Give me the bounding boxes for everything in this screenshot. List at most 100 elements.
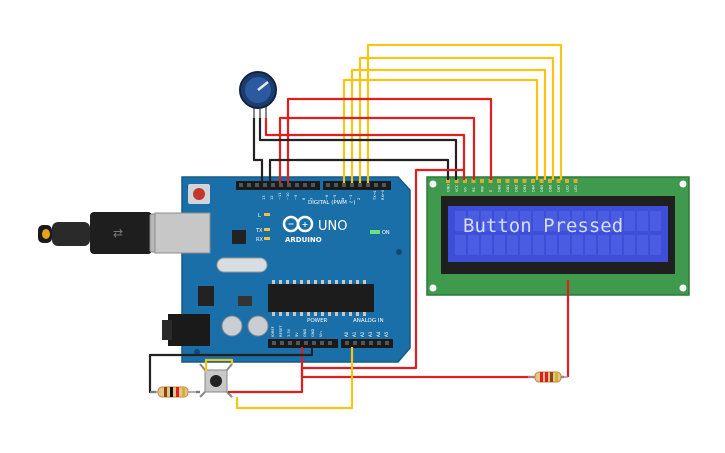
lcd-char-cell xyxy=(572,211,583,231)
lcd-pin[interactable] xyxy=(531,179,535,183)
wire-pot-wiper xyxy=(258,118,458,180)
digital-pin-label: ~5 xyxy=(333,195,337,200)
lcd-pin[interactable] xyxy=(497,179,501,183)
lcd-pin[interactable] xyxy=(488,179,493,183)
digital-pin-label: 7 xyxy=(310,198,314,200)
lcd-char-cell xyxy=(611,211,622,231)
rx-label: RX xyxy=(256,237,263,243)
potentiometer-knob-indicator xyxy=(257,81,269,91)
power-pin-label: Vin xyxy=(319,331,323,337)
power-pin-label: GND xyxy=(303,329,307,337)
digital-pin-label: 12 xyxy=(270,195,274,200)
analog-pin-label: A5 xyxy=(384,331,389,337)
power-label: POWER xyxy=(307,318,328,324)
lcd-pin-label: LED xyxy=(574,185,578,192)
lcd-char-cell xyxy=(546,235,557,255)
digital-pin-label: 2 xyxy=(357,198,361,200)
power-pin-label: IOREF xyxy=(271,326,275,337)
lcd-pin[interactable] xyxy=(573,179,578,183)
wire-db7 xyxy=(342,78,539,183)
digital-pin-label: ~10 xyxy=(286,192,290,200)
lcd-pin-label: RS xyxy=(472,187,476,192)
wire-button-top xyxy=(204,358,234,372)
wire-button-signal xyxy=(235,347,354,410)
lcd-pin-label: DB5 xyxy=(540,185,544,192)
lcd-pin[interactable] xyxy=(539,179,544,183)
lcd-pin-label: DB4 xyxy=(532,184,536,192)
arduino-brand-text: ARDUINO xyxy=(285,236,322,244)
digital-pin-label: 4 xyxy=(341,197,345,200)
svg-text:+: + xyxy=(302,220,309,229)
lcd-char-cell xyxy=(455,235,466,255)
l-led-label: L xyxy=(258,213,261,219)
arduino-model-text: UNO xyxy=(318,219,347,234)
lcd-char-cell xyxy=(650,211,661,231)
lcd-pin-label: E xyxy=(489,190,493,192)
potentiometer[interactable] xyxy=(239,71,277,118)
lcd-pin-label: RW xyxy=(481,186,485,192)
resistor-backlight[interactable] xyxy=(528,371,568,383)
lcd-pin-label: DB3 xyxy=(523,185,527,192)
lcd-char-cell xyxy=(520,235,531,255)
lcd-pin[interactable] xyxy=(556,179,561,183)
lcd-char-cell xyxy=(468,235,479,255)
pushbutton[interactable] xyxy=(199,363,233,398)
lcd-display-text: Button Pressed xyxy=(463,215,623,237)
lcd-pin-label: DB2 xyxy=(515,185,519,192)
lcd-pin-label: DB6 xyxy=(549,185,553,192)
lcd-char-cell xyxy=(507,235,518,255)
lcd-char-cell xyxy=(533,235,544,255)
wire-enable xyxy=(278,116,476,183)
wire-db5 xyxy=(358,56,555,183)
lcd-char-cell xyxy=(559,211,570,231)
digital-header-label: DIGITAL (PWM ~) xyxy=(308,200,355,206)
analog-pin-label: A0 xyxy=(344,331,349,337)
lcd-char-cell xyxy=(494,235,505,255)
wire-5v-rail xyxy=(300,168,464,370)
lcd-pin[interactable] xyxy=(446,179,450,183)
lcd-char-cell xyxy=(585,235,596,255)
lcd-pin-label: DB0 xyxy=(498,185,502,192)
lcd-char-cell xyxy=(481,235,492,255)
wire-button-5v xyxy=(228,368,304,394)
reset-button[interactable] xyxy=(193,188,205,200)
lcd-pin-label: V0 xyxy=(464,187,468,192)
lcd-char-cell xyxy=(559,235,570,255)
lcd-char-cell xyxy=(637,211,648,231)
lcd-pin[interactable] xyxy=(565,179,569,183)
wire-pot-vcc xyxy=(264,118,466,180)
analog-pin-label: A3 xyxy=(368,331,373,337)
lcd-pin[interactable] xyxy=(548,179,552,183)
lcd-pin-label: LED xyxy=(566,185,570,192)
digital-pin-label: RX←0 xyxy=(381,189,385,200)
analog-in-label: ANALOG IN xyxy=(353,318,384,324)
wire-backlight-5v xyxy=(300,368,564,379)
lcd-char-cell xyxy=(455,211,466,231)
digital-pin-label: ~3 xyxy=(349,195,353,200)
arduino-uno-board[interactable]: L TX RX ON − + ARDUINO UNO DIGITAL (PWM … xyxy=(154,176,411,363)
digital-pin-label: ~11 xyxy=(278,192,282,200)
lcd-char-cell xyxy=(624,211,635,231)
arduino-logo: − + xyxy=(282,215,314,233)
digital-pin-label: TX→1 xyxy=(373,190,377,201)
power-pin-label: RESET xyxy=(279,325,283,337)
svg-text:−: − xyxy=(288,220,295,229)
svg-text:⇄: ⇄ xyxy=(113,226,123,240)
lcd-pin[interactable] xyxy=(463,179,467,183)
lcd-pin[interactable] xyxy=(454,179,459,183)
digital-pin-label: 8 xyxy=(302,197,306,200)
wire-db4 xyxy=(366,43,563,183)
lcd-pin[interactable] xyxy=(514,179,518,183)
lcd-pin[interactable] xyxy=(522,179,527,183)
wire-db6 xyxy=(350,68,547,183)
lcd-pin-label: DB1 xyxy=(506,185,510,192)
lcd-char-cell xyxy=(611,235,622,255)
resistor-pulldown[interactable] xyxy=(150,386,200,398)
lcd-char-cell xyxy=(494,211,505,231)
lcd-char-cell xyxy=(533,211,544,231)
lcd-pin[interactable] xyxy=(480,179,484,183)
lcd-pin[interactable] xyxy=(471,179,476,183)
lcd-pin[interactable] xyxy=(505,179,510,183)
